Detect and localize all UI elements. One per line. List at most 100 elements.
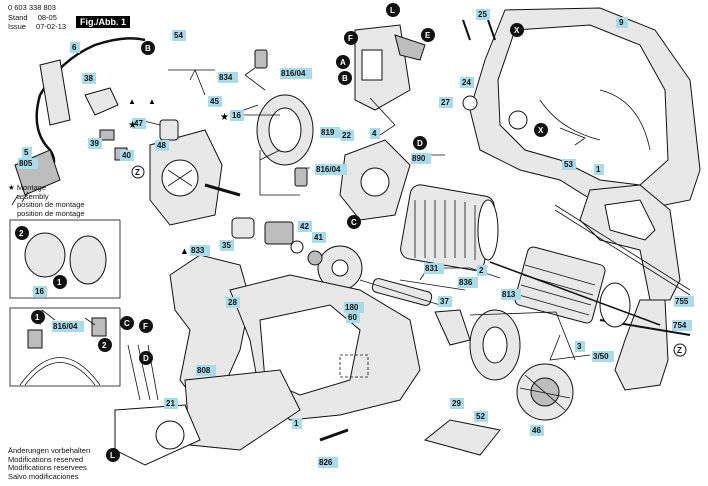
svg-text:C: C <box>351 218 357 227</box>
svg-text:F: F <box>348 34 353 43</box>
svg-text:B: B <box>145 44 151 53</box>
svg-text:5: 5 <box>24 148 29 157</box>
label-5: 5 <box>22 147 32 158</box>
doc-number: 0 603 338 803 <box>8 3 56 12</box>
label-834: 834 <box>218 72 238 83</box>
clip-25 <box>462 19 471 41</box>
label-1a: 1 <box>594 164 604 175</box>
label-813: 813 <box>501 289 521 300</box>
footer-line-4: Salvo modificaciones <box>8 471 79 481</box>
drive-gear <box>290 240 363 291</box>
svg-text:2: 2 <box>19 229 24 238</box>
label-47: 47 <box>132 118 146 129</box>
svg-text:27: 27 <box>441 98 450 107</box>
svg-text:834: 834 <box>219 73 233 82</box>
inset-switch-install <box>9 307 121 387</box>
stand-value: 08-05 <box>37 13 57 22</box>
svg-text:47: 47 <box>134 119 143 128</box>
label-6: 6 <box>70 42 80 53</box>
svg-text:831: 831 <box>425 264 439 273</box>
marker-A-switch: A <box>336 55 350 69</box>
svg-text:808: 808 <box>197 366 211 375</box>
svg-text:836: 836 <box>459 278 473 287</box>
svg-text:B: B <box>342 74 348 83</box>
label-42: 42 <box>298 221 312 232</box>
label-40: 40 <box>120 150 134 161</box>
bearing-35 <box>231 217 294 245</box>
figure-label: Fig./Abb. 1 <box>76 16 130 28</box>
label-1b: 1 <box>292 418 302 429</box>
label-45: 45 <box>208 96 222 107</box>
svg-text:816/04: 816/04 <box>316 165 341 174</box>
svg-text:22: 22 <box>342 131 351 140</box>
label-816-04c: 816/04 <box>52 321 84 332</box>
svg-text:816/04: 816/04 <box>281 69 306 78</box>
gear-housing <box>434 309 521 381</box>
screw-833 <box>204 183 241 197</box>
svg-text:X: X <box>514 26 520 35</box>
label-25: 25 <box>476 9 490 20</box>
svg-text:3: 3 <box>577 342 582 351</box>
marker-X-top: X <box>510 23 524 37</box>
label-46: 46 <box>530 425 544 436</box>
svg-text:813: 813 <box>502 290 516 299</box>
label-890: 890 <box>411 153 431 164</box>
marker-E-switch: E <box>421 28 435 42</box>
marker-1-inset: 1 <box>53 275 67 289</box>
footer-line-2: Modifications reserved <box>8 454 84 464</box>
svg-text:42: 42 <box>300 222 309 231</box>
svg-text:60: 60 <box>348 313 357 322</box>
svg-text:755: 755 <box>675 297 689 306</box>
footer-notes: Änderungen vorbehalten Modifications res… <box>8 446 90 481</box>
footer-line-3: Modifications reservees <box>8 463 87 472</box>
label-22: 22 <box>340 130 354 141</box>
svg-text:890: 890 <box>412 154 426 163</box>
marker-1-inset-b: 1 <box>31 310 45 324</box>
marker-L-switch: L <box>386 3 400 17</box>
triangle-mark-45: ▲ <box>148 97 156 106</box>
montage-line-4: position de montage <box>17 208 85 218</box>
label-35: 35 <box>220 240 234 251</box>
label-836: 836 <box>458 277 478 288</box>
svg-text:L: L <box>390 6 395 15</box>
label-833: 833 <box>190 245 210 256</box>
marker-F-wires: F <box>139 319 153 333</box>
svg-text:180: 180 <box>345 303 359 312</box>
issue-value: 07-02-13 <box>36 22 67 31</box>
label-2: 2 <box>477 265 487 276</box>
label-29: 29 <box>450 398 464 409</box>
montage-line-2: assembly <box>17 191 49 201</box>
label-52: 52 <box>474 411 488 422</box>
svg-text:826: 826 <box>319 458 333 467</box>
svg-text:754: 754 <box>673 321 687 330</box>
svg-text:833: 833 <box>191 246 205 255</box>
label-16b: 16 <box>33 286 47 297</box>
marker-Z-rear: Z <box>131 165 145 179</box>
svg-text:38: 38 <box>84 74 93 83</box>
housing-shell <box>462 7 701 211</box>
spindle <box>359 278 441 306</box>
svg-text:53: 53 <box>564 160 573 169</box>
svg-text:3/50: 3/50 <box>593 352 609 361</box>
svg-text:A: A <box>340 58 346 67</box>
rear-cover <box>149 129 223 226</box>
svg-text:24: 24 <box>462 78 471 87</box>
marker-X-housing: X <box>534 123 548 137</box>
svg-text:1: 1 <box>35 313 40 322</box>
screw-826 <box>319 428 349 442</box>
switch-module <box>354 24 426 111</box>
label-53: 53 <box>562 159 576 170</box>
label-54: 54 <box>172 30 186 41</box>
issue-label: Issue <box>8 22 26 31</box>
label-28: 28 <box>226 297 240 308</box>
marker-2-inset-b: 2 <box>98 338 112 352</box>
svg-text:45: 45 <box>210 97 219 106</box>
label-755: 755 <box>674 296 694 307</box>
svg-text:C: C <box>124 319 130 328</box>
cable-clamp <box>84 87 179 161</box>
stand-label: Stand <box>8 13 28 22</box>
marker-2-inset: 2 <box>15 226 29 240</box>
label-3: 3 <box>575 341 585 352</box>
label-38: 38 <box>82 73 96 84</box>
